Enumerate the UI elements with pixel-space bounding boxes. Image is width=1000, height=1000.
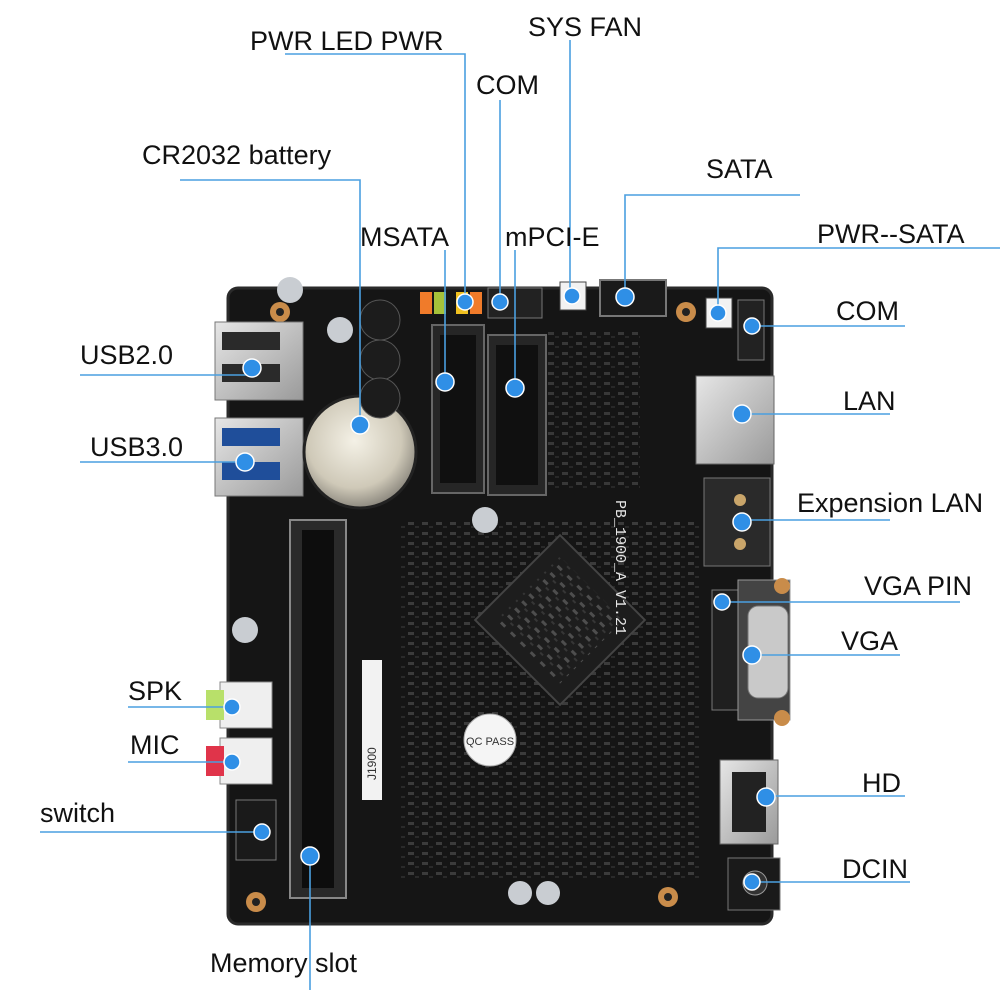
marker-switch bbox=[253, 823, 271, 841]
marker-msata bbox=[435, 372, 455, 392]
label-expansion-lan: Expension LAN bbox=[797, 488, 984, 518]
label-usb20: USB2.0 bbox=[80, 340, 174, 370]
marker-pwr-led bbox=[456, 293, 474, 311]
label-usb30: USB3.0 bbox=[90, 432, 184, 462]
marker-com-top bbox=[491, 293, 509, 311]
chipset-area bbox=[473, 533, 647, 707]
label-spk: SPK bbox=[128, 676, 183, 706]
label-pwr-sata: PWR--SATA bbox=[817, 219, 965, 249]
svg-text:J1900: J1900 bbox=[365, 747, 379, 780]
label-mpcie: mPCI-E bbox=[505, 222, 600, 252]
label-switch: switch bbox=[40, 798, 116, 828]
qc-sticker: QC PASS bbox=[463, 713, 517, 767]
leader-lines bbox=[40, 40, 1000, 990]
mpcie-slot bbox=[487, 334, 547, 496]
label-com-right: COM bbox=[836, 296, 899, 326]
marker-mic bbox=[223, 753, 241, 771]
marker-dots bbox=[223, 287, 776, 891]
marker-sata bbox=[615, 287, 635, 307]
label-sys-fan: SYS FAN bbox=[528, 12, 643, 42]
marker-memory bbox=[300, 846, 320, 866]
marker-mpcie bbox=[505, 378, 525, 398]
marker-com-right bbox=[743, 317, 761, 335]
marker-sys-fan bbox=[563, 287, 581, 305]
label-cr2032-battery: CR2032 battery bbox=[142, 140, 332, 170]
label-vga-pin: VGA PIN bbox=[864, 571, 973, 601]
svg-text:QC PASS: QC PASS bbox=[466, 736, 514, 748]
mounting-hole bbox=[246, 302, 696, 912]
usb30-port bbox=[214, 417, 304, 497]
usb20-port bbox=[214, 321, 304, 401]
memory-slot bbox=[289, 519, 347, 899]
marker-vga bbox=[742, 645, 762, 665]
board-silkscreen: PB_1900_A V1.21 bbox=[611, 500, 628, 635]
label-vga: VGA bbox=[841, 626, 899, 656]
label-msata: MSATA bbox=[360, 222, 450, 252]
mic-jack bbox=[206, 737, 273, 785]
msata-slot bbox=[431, 324, 485, 494]
label-pwr-led-pwr: PWR LED PWR bbox=[250, 26, 444, 56]
label-dcin: DCIN bbox=[842, 854, 908, 884]
label-sata: SATA bbox=[706, 154, 773, 184]
marker-hd bbox=[756, 787, 776, 807]
chip-label: J1900 bbox=[362, 660, 382, 800]
capacitors bbox=[232, 277, 560, 905]
marker-pwr-sata bbox=[709, 304, 727, 322]
marker-expansion-lan bbox=[732, 512, 752, 532]
marker-usb20 bbox=[242, 358, 262, 378]
label-mic: MIC bbox=[130, 730, 180, 760]
label-lan: LAN bbox=[843, 386, 896, 416]
label-hd: HD bbox=[862, 768, 901, 798]
label-com-top: COM bbox=[476, 70, 539, 100]
marker-dcin bbox=[743, 873, 761, 891]
marker-spk bbox=[223, 698, 241, 716]
marker-battery bbox=[350, 415, 370, 435]
label-memory-slot: Memory slot bbox=[210, 948, 358, 978]
marker-lan bbox=[732, 404, 752, 424]
marker-usb30 bbox=[235, 452, 255, 472]
marker-vga-pin bbox=[713, 593, 731, 611]
